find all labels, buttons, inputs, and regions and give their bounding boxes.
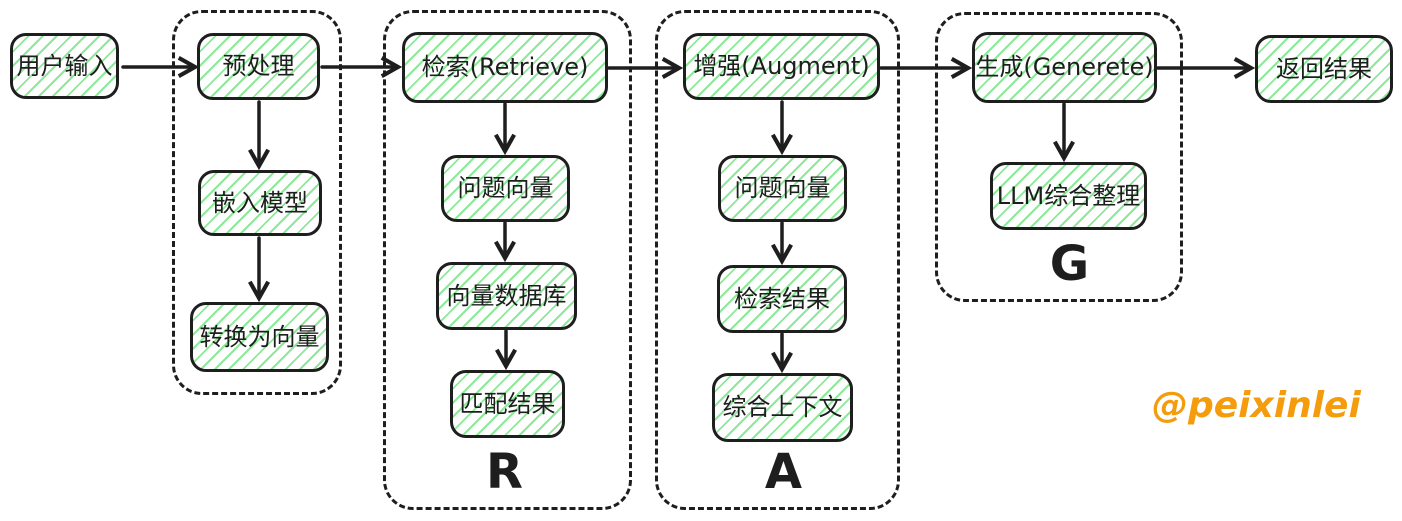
node-generate: 生成(Generete) (972, 32, 1157, 103)
node-return-result-label: 返回结果 (1276, 54, 1372, 83)
node-retrieve-result: 检索结果 (717, 265, 847, 333)
node-combined-context-label: 综合上下文 (722, 393, 843, 422)
group-letter-r: R (486, 444, 524, 500)
node-vector-database-label: 向量数据库 (446, 281, 567, 310)
node-convert-to-vector-label: 转换为向量 (199, 322, 320, 351)
node-generate-label: 生成(Generete) (975, 53, 1154, 82)
node-match-result: 匹配结果 (450, 370, 565, 438)
node-match-result-label: 匹配结果 (459, 389, 556, 418)
watermark-signature: @peixinlei (1152, 385, 1361, 426)
node-llm-summarize: LLM综合整理 (990, 162, 1147, 230)
group-letter-g: G (1049, 236, 1091, 292)
node-augment: 增强(Augment) (683, 33, 880, 100)
node-embed-model-label: 嵌入模型 (212, 188, 308, 217)
node-convert-to-vector: 转换为向量 (190, 302, 329, 372)
node-retrieve-label: 检索(Retrieve) (421, 53, 589, 82)
group-letter-a: A (764, 444, 804, 500)
node-embed-model: 嵌入模型 (198, 170, 322, 236)
group-augment (655, 10, 900, 510)
node-preprocess-label: 预处理 (222, 52, 295, 81)
node-retrieve: 检索(Retrieve) (402, 32, 608, 103)
group-generate (935, 12, 1183, 302)
group-preprocess (172, 10, 342, 395)
node-augment-question-vector-label: 问题向量 (734, 174, 831, 203)
node-retrieve-question-vector: 问题向量 (441, 155, 570, 222)
group-retrieve (383, 10, 632, 510)
node-augment-label: 增强(Augment) (693, 52, 870, 81)
node-retrieve-question-vector-label: 问题向量 (457, 174, 554, 203)
node-retrieve-result-label: 检索结果 (734, 284, 830, 313)
node-return-result: 返回结果 (1255, 35, 1393, 103)
node-vector-database: 向量数据库 (436, 262, 577, 330)
node-augment-question-vector: 问题向量 (718, 155, 847, 222)
node-combined-context: 综合上下文 (712, 373, 853, 442)
node-user-input: 用户输入 (10, 33, 119, 99)
node-llm-summarize-label: LLM综合整理 (996, 181, 1141, 210)
node-preprocess: 预处理 (197, 33, 320, 100)
node-user-input-label: 用户输入 (16, 51, 113, 80)
